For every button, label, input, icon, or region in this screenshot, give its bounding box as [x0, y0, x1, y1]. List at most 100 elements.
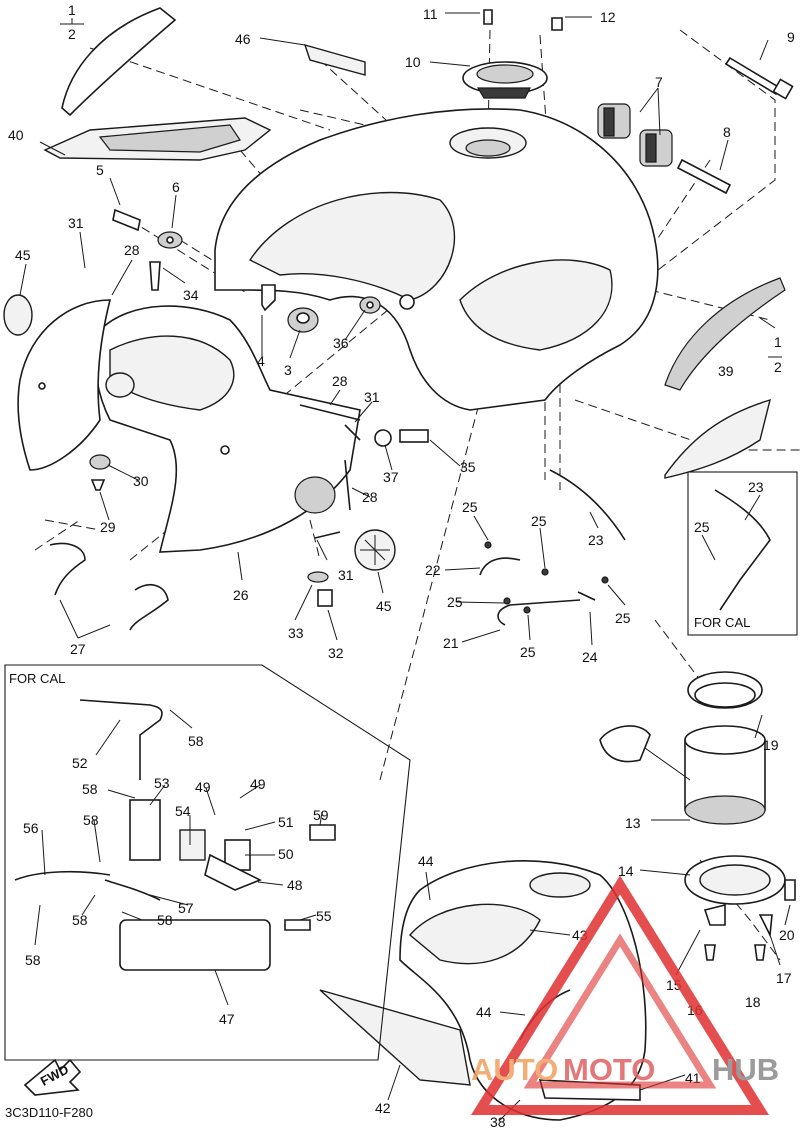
callout-31-b: 31: [364, 389, 380, 405]
for-cal-label-small: FOR CAL: [694, 615, 750, 630]
for-cal-box-large: [4, 664, 411, 1061]
callout-2-top: 2: [68, 26, 76, 42]
leader-lines: [19, 12, 791, 1121]
callout-31-c: 31: [338, 567, 354, 583]
callout-8: 8: [723, 124, 731, 140]
side-cover-45-left: [3, 294, 112, 471]
callout-25-e: 25: [615, 610, 631, 626]
callout-25-d: 25: [447, 594, 463, 610]
callout-52: 52: [72, 755, 88, 771]
callout-20: 20: [779, 927, 795, 943]
callout-46: 46: [235, 31, 251, 47]
for-cal-label-large: FOR CAL: [9, 671, 65, 686]
callout-25-f: 25: [520, 644, 536, 660]
callout-58-c: 58: [83, 812, 99, 828]
for-cal-box-small: [687, 471, 798, 636]
fuel-cap-assembly: [462, 9, 563, 99]
side-cover-26: [94, 305, 361, 553]
callout-1-top: 1: [68, 2, 76, 18]
callout-7: 7: [655, 74, 663, 90]
callout-18: 18: [745, 994, 761, 1010]
callout-51: 51: [278, 814, 294, 830]
fuel-tank-lower: [319, 860, 647, 1121]
callout-58-e: 58: [157, 912, 173, 928]
callout-55: 55: [316, 908, 332, 924]
callout-11: 11: [423, 6, 438, 22]
collar-8: [676, 158, 732, 195]
watermark-triangle-icon: [471, 875, 769, 1115]
fuel-tank-cover: [214, 108, 659, 411]
callout-36: 36: [333, 335, 349, 351]
callout-45-b: 45: [376, 598, 392, 614]
callout-34: 34: [183, 287, 199, 303]
callout-42: 42: [375, 1100, 391, 1116]
callout-6: 6: [172, 179, 180, 195]
watermark-logo: AUTO MOTO HUB: [471, 875, 779, 1115]
bolt-9: [724, 56, 794, 100]
callout-44-b: 44: [476, 1004, 492, 1020]
callout-26: 26: [233, 587, 249, 603]
callout-25-a: 25: [462, 499, 478, 515]
callout-28-b: 28: [332, 373, 348, 389]
callout-38: 38: [490, 1114, 506, 1130]
callout-37: 37: [383, 469, 399, 485]
callout-58-b: 58: [82, 781, 98, 797]
callout-45-a: 45: [15, 247, 31, 263]
callout-58-f: 58: [25, 952, 41, 968]
callout-54: 54: [175, 803, 191, 819]
callout-25-b: 25: [531, 513, 547, 529]
hoses-breather: [479, 469, 626, 626]
fwd-arrow-icon: [23, 1058, 82, 1096]
callout-49-b: 49: [250, 776, 266, 792]
callout-49-a: 49: [195, 779, 211, 795]
callout-58-a: 58: [188, 733, 204, 749]
callout-23-a: 23: [588, 532, 604, 548]
callout-2-right: 2: [774, 359, 782, 375]
callout-56: 56: [23, 820, 39, 836]
callout-numbers: 1 2 40 46 11 12 10 9 7 8 5 6 31 28 45 34…: [8, 2, 795, 1130]
callout-1-right: 1: [774, 334, 782, 350]
decal-40: [43, 117, 272, 161]
callout-35: 35: [460, 459, 476, 475]
watermark-text-hub: HUB: [712, 1052, 779, 1087]
callout-13: 13: [625, 815, 641, 831]
small-parts-upper: [112, 208, 381, 333]
callout-29: 29: [100, 519, 116, 535]
diagram-code: 3C3D110-F280: [5, 1105, 93, 1120]
callout-17: 17: [776, 970, 792, 986]
callout-57: 57: [178, 900, 194, 916]
callout-30: 30: [133, 473, 149, 489]
callout-22: 22: [425, 562, 441, 578]
callout-10: 10: [405, 54, 421, 70]
fuel-pump-assembly: [599, 671, 796, 961]
callout-21: 21: [443, 635, 459, 651]
callout-14: 14: [618, 863, 634, 879]
callout-58-d: 58: [72, 912, 88, 928]
callout-50: 50: [278, 846, 294, 862]
callout-31-a: 31: [68, 215, 84, 231]
callout-44-a: 44: [418, 853, 434, 869]
callout-32: 32: [328, 645, 344, 661]
decal-left-1-2: [61, 7, 177, 117]
callout-19: 19: [763, 737, 779, 753]
watermark-text-auto: AUTO: [471, 1052, 558, 1087]
callout-23-b: 23: [748, 479, 764, 495]
callout-40: 40: [8, 127, 24, 143]
callout-28-a: 28: [124, 242, 140, 258]
callout-39: 39: [718, 363, 734, 379]
callout-33: 33: [288, 625, 304, 641]
callout-3: 3: [284, 362, 292, 378]
callout-25-c: 25: [694, 519, 710, 535]
callout-24: 24: [582, 649, 598, 665]
small-parts-lower: [49, 404, 429, 631]
damper-7: [597, 103, 673, 167]
emblem-46: [303, 43, 366, 76]
callout-4: 4: [257, 353, 265, 369]
callout-47: 47: [219, 1011, 235, 1027]
callout-59: 59: [313, 807, 329, 823]
callout-27: 27: [70, 641, 86, 657]
callout-5: 5: [96, 162, 104, 178]
callout-12: 12: [600, 9, 616, 25]
callout-9: 9: [787, 29, 795, 45]
